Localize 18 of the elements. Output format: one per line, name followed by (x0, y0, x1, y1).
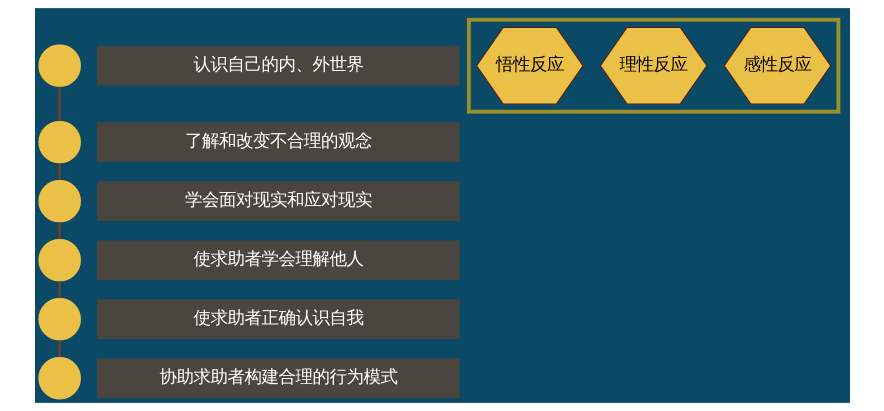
node-box: 使求助者正确认识自我 (96, 299, 460, 339)
node-box: 使求助者学会理解他人 (96, 240, 460, 280)
node-circle (38, 44, 80, 87)
connector (58, 86, 60, 122)
node-circle (38, 120, 80, 164)
node-circle (38, 238, 80, 282)
node-circle (38, 298, 80, 340)
connector (58, 340, 60, 358)
node-box: 学会面对现实和应对现实 (96, 181, 460, 221)
connector (58, 281, 60, 298)
connector (58, 222, 60, 240)
node-box: 了解和改变不合理的观念 (96, 122, 460, 162)
node-circle (38, 180, 80, 222)
node-box: 认识自己的内、外世界 (96, 46, 460, 86)
connector (58, 163, 60, 180)
node-circle (38, 356, 80, 400)
node-box: 协助求助者构建合理的行为模式 (96, 358, 460, 398)
cluster (466, 18, 840, 114)
